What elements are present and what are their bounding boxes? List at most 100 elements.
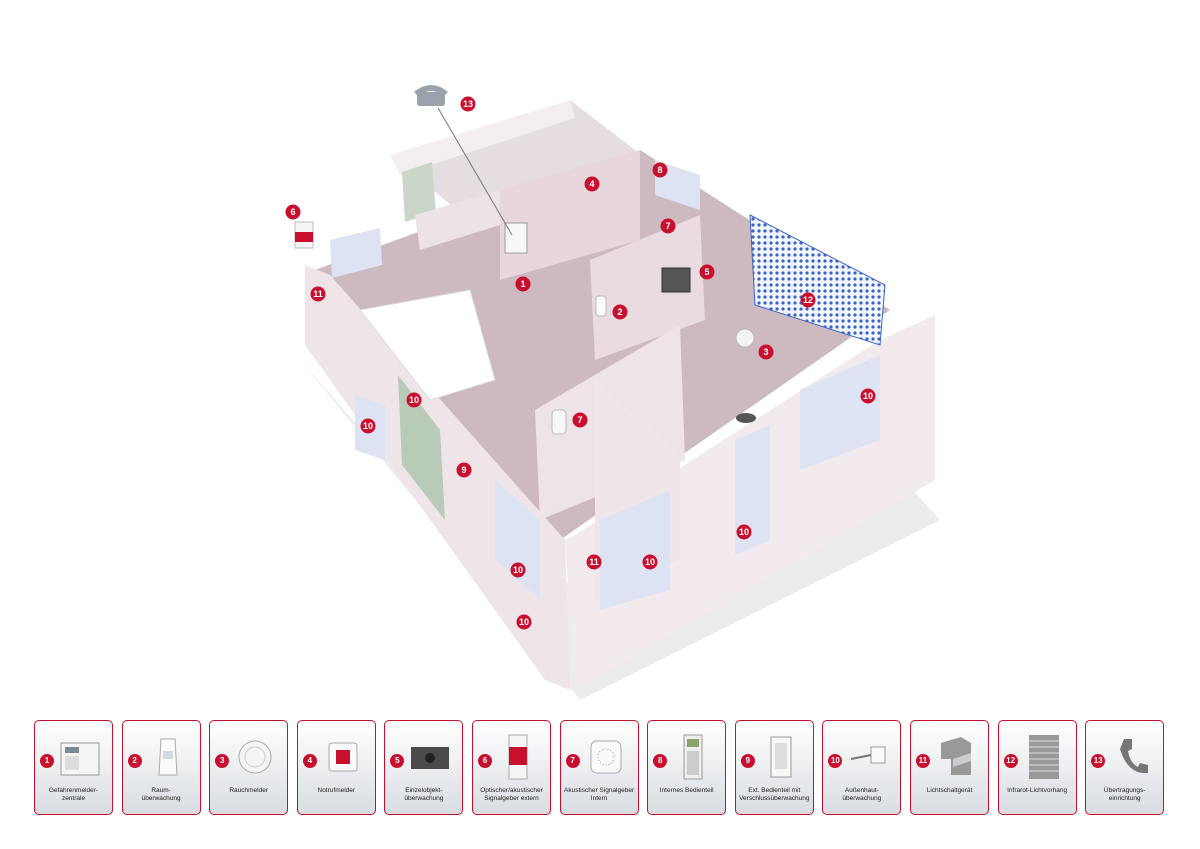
light-barrier-icon bbox=[931, 729, 981, 785]
legend-label: Gefahrenmelder- zentrale bbox=[48, 787, 99, 802]
telephone-icon bbox=[1106, 729, 1156, 785]
marker-dot bbox=[460, 96, 476, 112]
emergency-button-icon bbox=[318, 729, 368, 785]
infrared-curtain bbox=[749, 214, 886, 346]
legend-label: Ext. Bedienteil mit Verschlussüberwachun… bbox=[739, 787, 810, 802]
legend-number: 2 bbox=[127, 754, 142, 768]
marker-number: 8 bbox=[657, 165, 662, 175]
marker-number: 12 bbox=[803, 295, 813, 305]
marker-7: 7 bbox=[572, 412, 588, 428]
marker-number: 11 bbox=[589, 557, 599, 567]
marker-dot bbox=[510, 562, 526, 578]
window-front-b bbox=[735, 425, 770, 555]
marker-dot bbox=[285, 204, 301, 220]
marker-dot bbox=[584, 176, 600, 192]
interior-wall-b bbox=[415, 190, 500, 250]
legend-label: Lichtschaltgerät bbox=[926, 787, 973, 794]
marker-number: 7 bbox=[577, 415, 582, 425]
marker-dot bbox=[699, 264, 715, 280]
marker-9: 9 bbox=[456, 462, 472, 478]
marker-dot bbox=[612, 304, 628, 320]
marker-number: 9 bbox=[461, 465, 466, 475]
marker-11: 11 bbox=[310, 286, 326, 302]
legend-label: Raum- überwachung bbox=[141, 787, 181, 802]
marker-number: 10 bbox=[645, 557, 655, 567]
marker-number: 1 bbox=[520, 279, 525, 289]
marker-number: 13 bbox=[463, 99, 473, 109]
legend-number: 5 bbox=[390, 754, 405, 768]
legend-label: Außenhaut- überwachung bbox=[842, 787, 882, 802]
legend-number: 11 bbox=[916, 754, 930, 768]
internal-siren-icon bbox=[581, 729, 631, 785]
legend-number: 3 bbox=[215, 754, 230, 768]
marker-8: 8 bbox=[652, 162, 668, 178]
marker-13: 13 bbox=[460, 96, 476, 112]
infrared-curtain-icon bbox=[1019, 729, 1069, 785]
smoke-detector-icon bbox=[230, 729, 280, 785]
internal-siren-device bbox=[551, 409, 567, 435]
window-side-b bbox=[495, 480, 540, 600]
legend-number: 9 bbox=[740, 754, 755, 768]
legend-label: Optischer/akustischer Signalgeber extern bbox=[480, 787, 543, 802]
marker-number: 6 bbox=[290, 207, 295, 217]
marker-10: 10 bbox=[736, 524, 752, 540]
control-panel-device bbox=[504, 222, 528, 254]
object-sensor-icon bbox=[405, 729, 455, 785]
motion-detector-device bbox=[595, 295, 607, 317]
window-front-a bbox=[600, 490, 670, 610]
marker-1: 1 bbox=[515, 276, 531, 292]
marker-number: 10 bbox=[409, 395, 419, 405]
legend-number: 1 bbox=[40, 754, 54, 768]
marker-dot bbox=[736, 524, 752, 540]
legend-label: Internes Bedienteil bbox=[659, 787, 714, 794]
external-siren-light bbox=[295, 232, 313, 242]
magnetic-contact-icon bbox=[843, 729, 893, 785]
legend-number: 7 bbox=[565, 754, 580, 768]
staircase bbox=[359, 289, 496, 401]
marker-dot bbox=[652, 162, 668, 178]
legend-label: Übertragungs- einrichtung bbox=[1103, 787, 1146, 802]
marker-dot bbox=[310, 286, 326, 302]
keypad-icon bbox=[668, 729, 718, 785]
marker-number: 7 bbox=[665, 221, 670, 231]
legend-number: 13 bbox=[1091, 754, 1106, 768]
marker-12: 12 bbox=[800, 292, 816, 308]
marker-dot bbox=[516, 614, 532, 630]
floor-sensor-device bbox=[736, 413, 756, 423]
marker-number: 11 bbox=[313, 289, 323, 299]
motion-detector-icon bbox=[143, 729, 193, 785]
marker-10: 10 bbox=[642, 554, 658, 570]
marker-6: 6 bbox=[285, 204, 301, 220]
legend-label: Infrarot-Lichtvorhang bbox=[1007, 787, 1068, 794]
marker-dot bbox=[800, 292, 816, 308]
control-panel-icon bbox=[55, 729, 105, 785]
legend-label: Notrufmelder bbox=[317, 787, 356, 794]
marker-dot bbox=[860, 388, 876, 404]
legend-number: 4 bbox=[302, 754, 317, 768]
front-door bbox=[398, 375, 445, 520]
legend-number: 8 bbox=[653, 754, 668, 768]
marker-5: 5 bbox=[699, 264, 715, 280]
marker-dot bbox=[586, 554, 602, 570]
interior-wall-a bbox=[500, 150, 640, 280]
telephone-device bbox=[414, 85, 448, 106]
garage-door bbox=[402, 162, 436, 222]
marker-number: 4 bbox=[589, 179, 594, 189]
external-siren-icon bbox=[493, 729, 543, 785]
back-room-wall bbox=[390, 100, 575, 175]
